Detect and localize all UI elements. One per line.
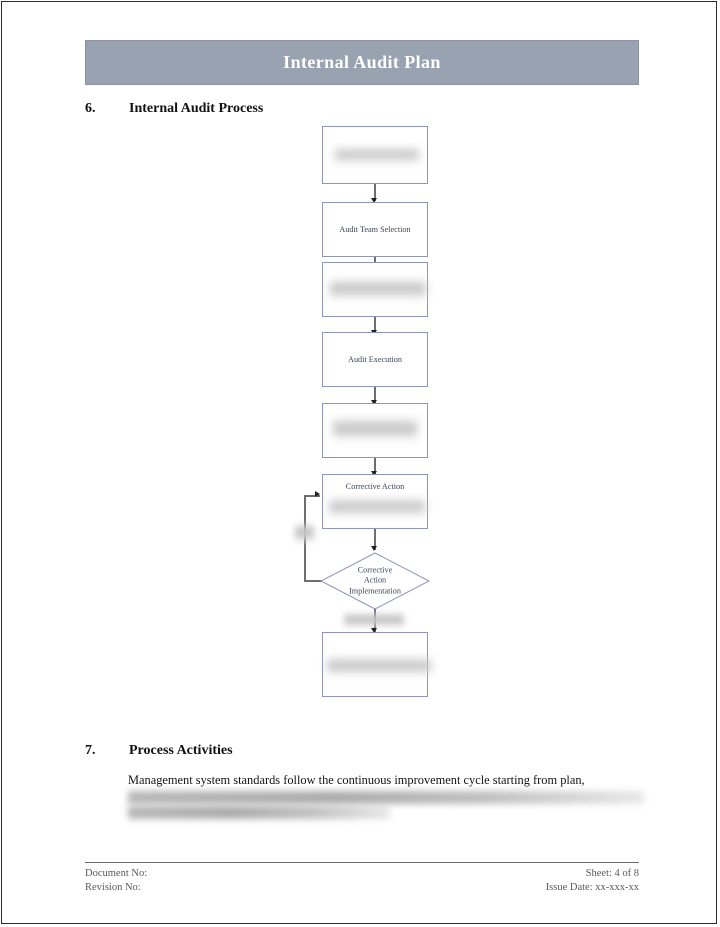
document-title-banner: Internal Audit Plan: [85, 40, 639, 85]
flow-node-7-decision: Corrective Action Implementation: [320, 552, 430, 610]
section-heading-6: 6. Internal Audit Process: [85, 101, 263, 117]
section-heading-7: 7. Process Activities: [85, 743, 233, 759]
loop-edge-label-redaction: [295, 523, 314, 543]
arrow-down-icon: [371, 400, 377, 405]
arrow-right-icon: [315, 491, 320, 497]
connector-5-6: [374, 458, 376, 475]
footer-revision-no: Revision No:: [85, 882, 141, 894]
footer-divider: [85, 862, 639, 863]
loop-segment-horizontal-top: [304, 495, 320, 497]
footer-left-block: Document No: Revision No:: [85, 867, 147, 895]
redaction-blur: [329, 498, 425, 516]
page-title: Internal Audit Plan: [283, 52, 441, 72]
flow-node-2-label: Audit Team Selection: [339, 224, 411, 234]
arrow-down-icon: [371, 546, 377, 551]
exit-edge-label-redaction: [344, 612, 404, 628]
footer-sheet-number: Sheet: 4 of 8: [585, 868, 639, 879]
section-title-6: Internal Audit Process: [129, 101, 264, 116]
flow-node-5: [322, 403, 428, 458]
redaction-blur: [327, 657, 431, 675]
section-number-6: 6.: [85, 101, 96, 116]
paragraph-redaction-line-3: [128, 806, 390, 819]
flow-node-7-label: Corrective Action Implementation: [320, 566, 430, 597]
paragraph-redaction-line-2: [128, 791, 644, 804]
section-title-7: Process Activities: [129, 743, 233, 758]
flow-node-4-label: Audit Execution: [348, 354, 402, 364]
flow-node-1: [322, 126, 428, 184]
redaction-blur: [335, 147, 419, 163]
process-activities-paragraph: Management system standards follow the c…: [128, 773, 585, 787]
flow-node-6: Corrective Action: [322, 474, 428, 529]
arrow-down-icon: [371, 471, 377, 476]
footer-document-no: Document No:: [85, 868, 148, 879]
connector-1-2: [374, 184, 376, 201]
connector-6-7: [374, 529, 376, 550]
flow-node-2: Audit Team Selection: [322, 202, 428, 257]
flow-node-8: [322, 632, 431, 697]
flow-node-6-label: Corrective Action: [345, 482, 405, 491]
page-footer: Document No: Revision No: Sheet: 4 of 8 …: [85, 862, 639, 895]
decision-label-line-2: Action: [363, 575, 387, 585]
section-number-7: 7.: [85, 743, 96, 758]
flow-node-3: [322, 262, 428, 317]
redaction-blur: [330, 279, 426, 299]
flow-node-4: Audit Execution: [322, 332, 428, 387]
footer-right-block: Sheet: 4 of 8 Issue Date: xx-xxx-xx: [546, 867, 639, 895]
arrow-down-icon: [371, 198, 377, 203]
arrow-down-icon: [371, 628, 377, 633]
connector-3-4: [374, 317, 376, 334]
redaction-blur: [333, 418, 417, 440]
decision-label-line-3: Implementation: [349, 586, 401, 596]
decision-label-line-1: Corrective: [357, 565, 393, 575]
internal-audit-process-flowchart: Audit Team Selection Audit Execution Cor…: [282, 120, 462, 710]
connector-4-5: [374, 387, 376, 404]
footer-issue-date: Issue Date: xx-xxx-xx: [545, 882, 639, 894]
